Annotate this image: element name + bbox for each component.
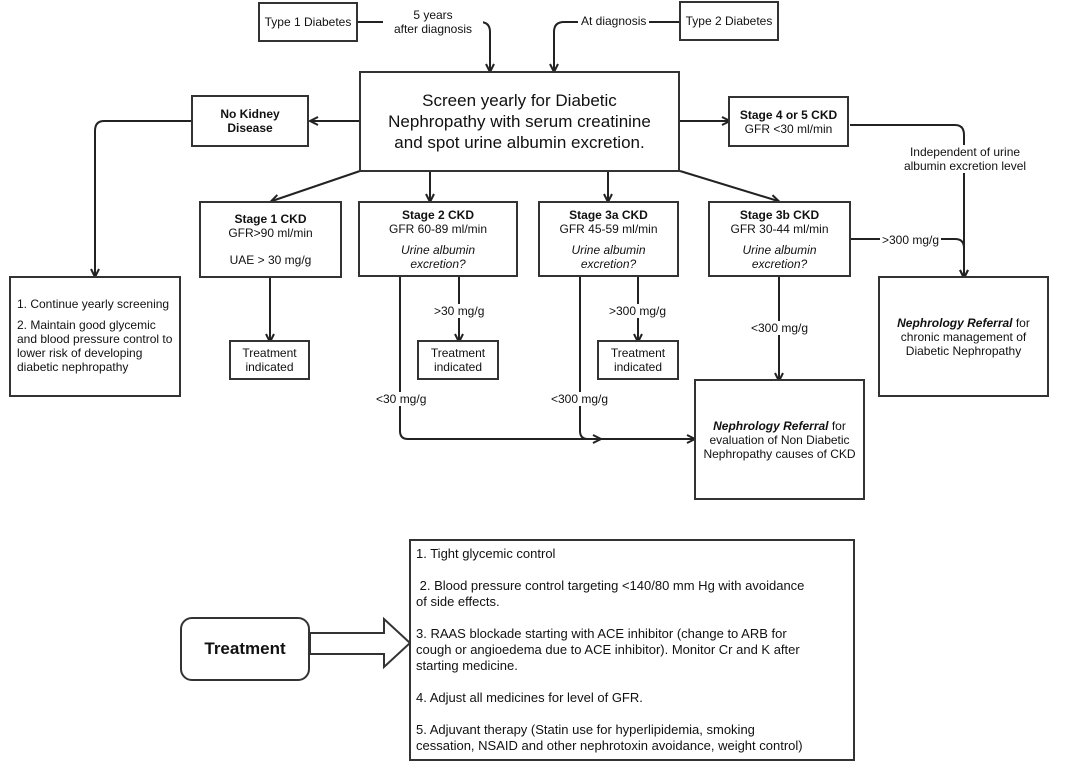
stage-1-box: Stage 1 CKD GFR>90 ml/min UAE > 30 mg/g xyxy=(199,201,342,278)
treatment-indicated-stage-2: Treatment indicated xyxy=(417,340,499,380)
type1-timing-label: 5 years after diagnosis xyxy=(383,8,483,36)
action-control-line-2: and blood pressure control to xyxy=(17,332,173,346)
arrow-no-kidney-to-actions xyxy=(95,120,192,276)
action-control-line-3: lower risk of developing xyxy=(17,346,143,360)
treatment-label: Treatment xyxy=(204,639,286,658)
stage-3a-gfr: GFR 45-59 ml/min xyxy=(559,222,658,236)
type2-timing-label: At diagnosis xyxy=(578,14,650,28)
type2-label: Type 2 Diabetes xyxy=(685,14,773,28)
treatment-item-3-line-1: 3. RAAS blockade starting with ACE inhib… xyxy=(416,626,787,641)
stage-2-question-2: excretion? xyxy=(410,257,466,271)
arrow-screen-to-stage1 xyxy=(272,170,361,201)
referral-nondiabetic-box: Nephrology Referral for evaluation of No… xyxy=(694,379,865,500)
referral-nondiabetic-emph: Nephrology Referral xyxy=(713,418,829,433)
treatment-indicated-stage-1: Treatment indicated xyxy=(229,340,310,380)
stage-3b-question-2: excretion? xyxy=(751,257,808,271)
screening-line-2: Nephropathy with serum creatinine xyxy=(388,112,651,131)
stage-1-title: Stage 1 CKD xyxy=(234,212,307,226)
referral-nondiabetic-line-2: evaluation of Non Diabetic xyxy=(709,432,850,447)
arrow-screen-to-stage3b xyxy=(679,170,778,201)
stage-3a-title: Stage 3a CKD xyxy=(569,208,648,222)
arrow-stage45-to-referral xyxy=(850,124,964,277)
arrow-lower-to-referral xyxy=(399,277,694,439)
independent-label: Independent of urine albumin excretion l… xyxy=(895,145,1035,173)
type2-timing-text: At diagnosis xyxy=(581,14,647,28)
action-control-line-1: 2. Maintain good glycemic xyxy=(17,318,156,332)
referral-chronic-for: for xyxy=(1012,315,1030,330)
treatment-indicated-1-line-1: Treatment xyxy=(242,346,297,360)
referral-nondiabetic-for: for xyxy=(828,418,846,433)
stage-2-title: Stage 2 CKD xyxy=(401,208,475,222)
stage-2-question-1: Urine albumin xyxy=(400,243,476,257)
referral-chronic-line-1: Nephrology Referral for xyxy=(897,316,1030,330)
treatment-indicated-3a-line-2: indicated xyxy=(613,360,663,374)
arrow-stage3b-high xyxy=(850,238,964,277)
stage-3b-high-label: >300 mg/g xyxy=(880,233,942,247)
no-kidney-line-2: Disease xyxy=(227,121,273,135)
arrow-stage3a-low xyxy=(579,277,600,439)
stage-1-gfr: GFR>90 ml/min xyxy=(228,226,313,240)
treatment-item-4: 4. Adjust all medicines for level of GFR… xyxy=(416,690,643,705)
treatment-item-3-line-2: cough or angioedema due to ACE inhibitor… xyxy=(416,642,800,657)
treatment-indicated-2-line-2: indicated xyxy=(433,360,483,374)
hollow-arrow-to-treatment-list xyxy=(309,616,412,670)
treatment-item-2-line-2: of side effects. xyxy=(416,594,500,609)
stage-4-5-title: Stage 4 or 5 CKD xyxy=(739,107,838,122)
treatment-item-1: 1. Tight glycemic control xyxy=(416,546,556,561)
no-kidney-disease-box: No Kidney Disease xyxy=(191,95,309,147)
treatment-list-box: 1. Tight glycemic control 2. Blood press… xyxy=(409,539,855,761)
action-continue-screening: 1. Continue yearly screening xyxy=(17,297,170,311)
stage-3a-question-1: Urine albumin xyxy=(571,243,646,257)
independent-line-1: Independent of urine xyxy=(909,145,1021,159)
stage-3b-gfr: GFR 30-44 ml/min xyxy=(730,222,829,236)
stage-3b-box: Stage 3b CKD GFR 30-44 ml/min Urine albu… xyxy=(708,201,851,277)
referral-chronic-line-3: Diabetic Nephropathy xyxy=(905,343,1022,358)
screening-line-1: Screen yearly for Diabetic xyxy=(422,91,617,110)
stage-4-5-box: Stage 4 or 5 CKD GFR <30 ml/min xyxy=(728,96,849,147)
stage-3a-low-label: <300 mg/g xyxy=(549,392,611,406)
no-kidney-line-1: No Kidney xyxy=(220,107,280,121)
stage-3b-title: Stage 3b CKD xyxy=(739,208,820,222)
referral-nondiabetic-line-3: Nephropathy causes of CKD xyxy=(703,446,856,461)
referral-chronic-emph: Nephrology Referral xyxy=(897,315,1013,330)
type1-timing-line-2: after diagnosis xyxy=(393,22,473,36)
stage-1-uae: UAE > 30 mg/g xyxy=(229,253,312,267)
arrow-type2-to-screen xyxy=(554,21,680,71)
screening-line-3: and spot urine albumin excretion. xyxy=(394,133,645,152)
stage-4-5-gfr: GFR <30 ml/min xyxy=(744,121,833,136)
action-control-line-4: diabetic nephropathy xyxy=(17,360,129,374)
treatment-item-5-line-1: 5. Adjuvant therapy (Statin use for hype… xyxy=(416,722,755,737)
independent-line-2: albumin excretion level xyxy=(903,159,1027,173)
treatment-indicated-3a-line-1: Treatment xyxy=(610,346,666,360)
stage-3b-low-label: <300 mg/g xyxy=(749,321,811,335)
stage-3a-high-label: >300 mg/g xyxy=(607,304,669,318)
stage-3b-question-1: Urine albumin xyxy=(742,243,817,257)
referral-chronic-line-2: chronic management of xyxy=(900,329,1027,344)
stage-3a-question-2: excretion? xyxy=(580,257,637,271)
treatment-indicated-stage-3a: Treatment indicated xyxy=(597,340,679,380)
stage-2-high-label: >30 mg/g xyxy=(432,304,487,318)
treatment-item-5-line-2: cessation, NSAID and other nephrotoxin a… xyxy=(416,738,803,753)
stage-2-low-label: <30 mg/g xyxy=(374,392,429,406)
referral-nondiabetic-line-1: Nephrology Referral for xyxy=(713,419,846,433)
stage-2-box: Stage 2 CKD GFR 60-89 ml/min Urine album… xyxy=(358,201,518,277)
stage-2-gfr: GFR 60-89 ml/min xyxy=(388,222,488,236)
stage-3a-box: Stage 3a CKD GFR 45-59 ml/min Urine albu… xyxy=(538,201,679,277)
type1-timing-line-1: 5 years xyxy=(413,8,453,22)
treatment-item-2-line-1: 2. Blood pressure control targeting <140… xyxy=(416,578,805,593)
treatment-item-3-line-3: starting medicine. xyxy=(416,658,518,673)
type1-label: Type 1 Diabetes xyxy=(264,15,352,29)
screening-box: Screen yearly for Diabetic Nephropathy w… xyxy=(359,71,680,172)
no-kidney-actions-box: 1. Continue yearly screening 2. Maintain… xyxy=(9,276,181,397)
type1-diabetes-box: Type 1 Diabetes xyxy=(258,2,358,42)
treatment-indicated-2-line-1: Treatment xyxy=(430,346,486,360)
treatment-indicated-1-line-2: indicated xyxy=(245,360,294,374)
treatment-label-box: Treatment xyxy=(180,617,310,681)
referral-chronic-box: Nephrology Referral for chronic manageme… xyxy=(878,276,1049,397)
type2-diabetes-box: Type 2 Diabetes xyxy=(679,1,779,41)
